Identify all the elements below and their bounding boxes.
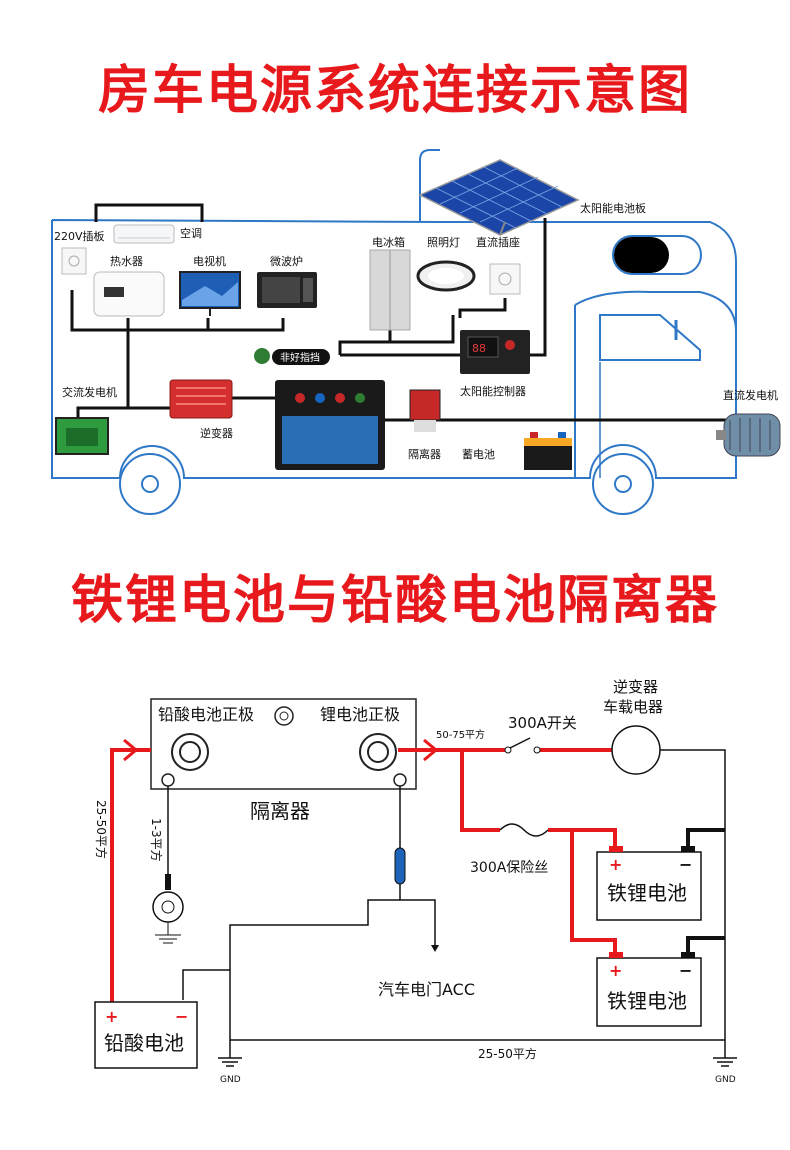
label-lithium-positive: 锂电池正极 <box>320 705 400 724</box>
arrows-red <box>123 738 439 762</box>
inline-fuse-acc <box>394 847 406 885</box>
lithium2-minus: − <box>679 961 692 980</box>
label-cable-left: 25-50平方 <box>94 800 109 859</box>
label-lead-acid-positive: 铅酸电池正极 <box>158 705 254 724</box>
ground-right-icon <box>713 1050 737 1067</box>
inverter-device <box>169 379 233 419</box>
wheel-rear <box>592 453 654 515</box>
dc-socket <box>489 263 521 295</box>
isolator-device <box>409 389 441 432</box>
lithium-battery-1 <box>596 846 702 921</box>
label-solar-controller: 太阳能控制器 <box>460 384 526 398</box>
solar-panel <box>418 159 580 236</box>
label-fridge: 电冰箱 <box>372 235 405 249</box>
title-rv-power-system: 房车电源系统连接示意图 <box>97 61 692 121</box>
label-dc-socket: 直流插座 <box>476 235 520 249</box>
isolator-box <box>150 698 417 790</box>
lead-battery <box>524 432 572 470</box>
label-cable-top: 50-75平方 <box>436 728 485 741</box>
lead-acid-battery <box>94 1001 198 1069</box>
fridge <box>369 249 411 331</box>
label-microwave: 微波炉 <box>270 254 303 268</box>
ring-terminal <box>152 874 184 944</box>
label-isolator-box: 隔离器 <box>250 799 310 823</box>
label-inverter: 逆变器 <box>200 426 233 440</box>
label-gnd-right: GND <box>715 1075 736 1085</box>
dc-generator <box>716 413 781 457</box>
air-conditioner <box>113 224 175 244</box>
label-acc: 汽车电门ACC <box>378 980 475 999</box>
microwave <box>257 272 317 308</box>
label-outlet-220v: 220V插板 <box>54 229 105 243</box>
label-isolator: 隔离器 <box>408 447 441 461</box>
lithium-battery-2 <box>596 952 702 1027</box>
ground-left-icon <box>218 1050 242 1067</box>
label-cable-bottom: 25-50平方 <box>478 1046 537 1061</box>
water-heater <box>93 271 165 317</box>
label-lithium-battery-1: 铁锂电池 <box>607 881 687 905</box>
label-lead-acid-battery: 铅酸电池 <box>104 1031 184 1055</box>
label-car-appliance: 车载电器 <box>603 698 663 716</box>
label-air-conditioner: 空调 <box>180 226 202 240</box>
label-lead-battery: 蓄电池 <box>462 448 495 461</box>
label-inverter-load: 逆变器 <box>613 678 658 696</box>
label-water-heater: 热水器 <box>110 255 143 268</box>
lead-acid-plus: + <box>105 1007 118 1026</box>
window-toggle <box>612 235 702 275</box>
wiring-bottom-black <box>167 749 726 1050</box>
lead-acid-minus: − <box>175 1007 188 1026</box>
label-gnd-left: GND <box>220 1075 241 1085</box>
switch-300a[interactable] <box>504 737 541 754</box>
wiring-top <box>70 203 735 422</box>
label-ac-generator: 交流发电机 <box>62 385 117 399</box>
brand-logo <box>254 348 330 365</box>
title-isolator: 铁锂电池与铅酸电池隔离器 <box>70 571 719 631</box>
arrow-acc <box>431 945 439 952</box>
label-dc-generator: 直流发电机 <box>723 388 778 402</box>
outlet-220v <box>61 247 87 275</box>
lithium-battery-pack <box>275 380 385 470</box>
label-switch: 300A开关 <box>508 714 577 732</box>
label-light: 照明灯 <box>427 236 460 249</box>
svg-text:88: 88 <box>472 342 486 355</box>
lithium2-plus: + <box>609 961 622 980</box>
label-solar-panel: 太阳能电池板 <box>580 201 646 215</box>
load-inverter <box>611 725 661 775</box>
brand-logo-text: 非好指挡 <box>280 351 320 364</box>
tv <box>179 271 241 316</box>
label-fuse: 300A保险丝 <box>470 860 548 876</box>
wheel-front <box>119 453 181 515</box>
label-cable-small: 1-3平方 <box>149 818 164 862</box>
wiring-bottom-thick <box>686 828 725 958</box>
label-lithium-battery-2: 铁锂电池 <box>607 989 687 1013</box>
label-tv: 电视机 <box>193 254 226 268</box>
lithium1-minus: − <box>679 855 692 874</box>
rv-body <box>51 149 737 479</box>
solar-controller: 88 <box>460 330 530 374</box>
ac-generator <box>55 417 109 455</box>
ceiling-light <box>416 260 476 292</box>
lithium1-plus: + <box>609 855 622 874</box>
fuse-300a <box>499 823 549 837</box>
